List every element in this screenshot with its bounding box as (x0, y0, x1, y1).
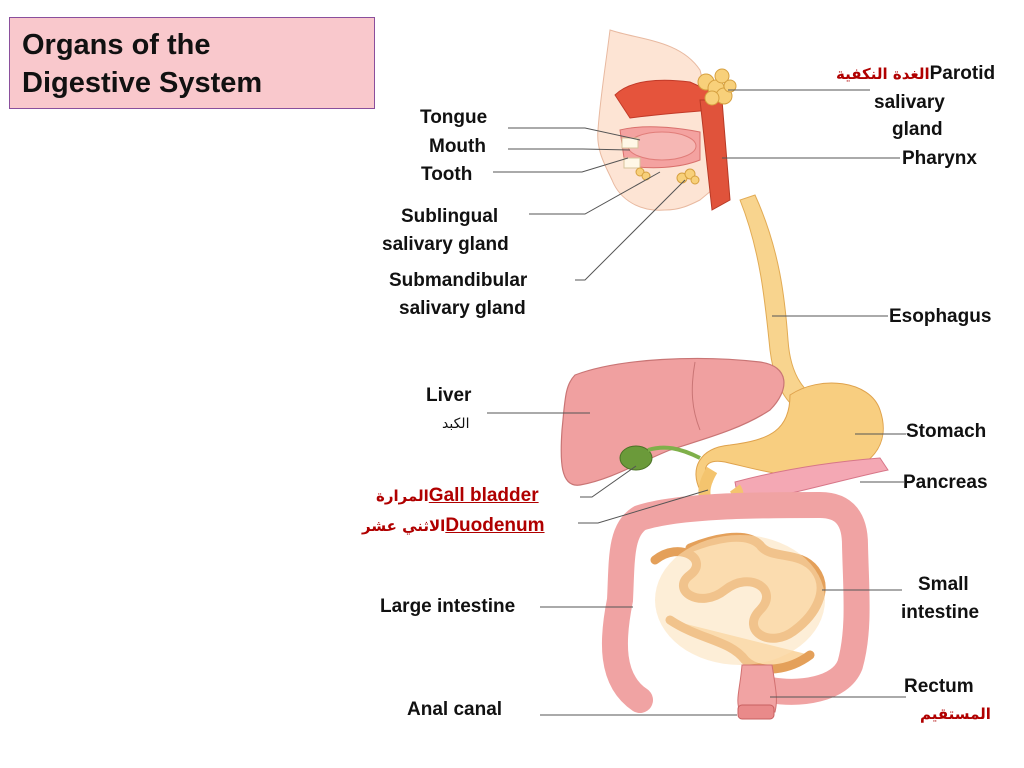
title-line-1: Organs of the (22, 29, 211, 61)
label-small-intestine-line-2: intestine (901, 602, 980, 623)
label-gall-bladder-arabic: المرارة (376, 487, 429, 505)
label-duodenum: الاثني عشرDuodenum (362, 514, 545, 538)
gall-bladder-shape (619, 445, 653, 471)
leader-line-tooth (493, 157, 629, 173)
teeth-lower (623, 157, 641, 169)
label-sublingual-line-1: Sublingual (401, 206, 499, 227)
label-parotid-line-1: Parotid (929, 63, 996, 84)
anal-canal-shape (737, 704, 775, 720)
label-duodenum-english: Duodenum (445, 515, 545, 536)
label-submandibular-line-2: salivary gland (399, 298, 526, 319)
label-liver: Liver (426, 385, 472, 406)
rectum-shape (737, 664, 777, 713)
label-tooth: Tooth (421, 164, 473, 185)
large-intestine-shape (601, 491, 870, 713)
label-pancreas: Pancreas (903, 472, 988, 493)
liver-shape (560, 357, 785, 486)
label-sublingual-line-2: salivary gland (382, 234, 509, 255)
label-rectum-arabic: المستقيم (920, 705, 991, 723)
label-pharynx: Pharynx (902, 148, 977, 169)
label-large-intestine: Large intestine (380, 596, 516, 617)
label-stomach: Stomach (906, 421, 987, 442)
label-small-intestine-line-1: Small (918, 574, 969, 595)
title-line-2: Digestive System (22, 67, 263, 99)
label-submandibular-line-1: Submandibular (389, 270, 528, 291)
label-rectum: Rectum (904, 676, 974, 697)
leader-line-gall-bladder (580, 465, 637, 498)
label-duodenum-arabic: الاثني عشر (362, 517, 446, 535)
label-parotid-line-2: salivary (874, 92, 945, 113)
title-box: Organs of the Digestive System (9, 17, 375, 109)
leader-line-mouth (508, 148, 631, 151)
leader-line-submandibular (575, 179, 686, 281)
label-liver-arabic: الكبد (442, 416, 470, 432)
leader-line-tongue (508, 127, 641, 141)
leader-line-duodenum (578, 489, 709, 524)
leader-line-sublingual (529, 171, 661, 215)
label-gall-bladder-english: Gall bladder (428, 485, 539, 506)
label-gall-bladder: المرارةGall bladder (376, 484, 539, 508)
label-esophagus: Esophagus (889, 306, 992, 327)
label-tongue: Tongue (420, 107, 488, 128)
label-mouth: Mouth (429, 136, 486, 157)
label-parotid-arabic: الغدة النكفية (836, 65, 930, 83)
submandibular-gland-shape (635, 167, 700, 185)
parotid-gland-shape (697, 68, 737, 106)
label-parotid-line-3: gland (892, 119, 943, 140)
head-outline (597, 29, 720, 211)
label-anal-canal: Anal canal (407, 699, 503, 720)
label-parotid: الغدة النكفيةParotid (836, 62, 995, 86)
